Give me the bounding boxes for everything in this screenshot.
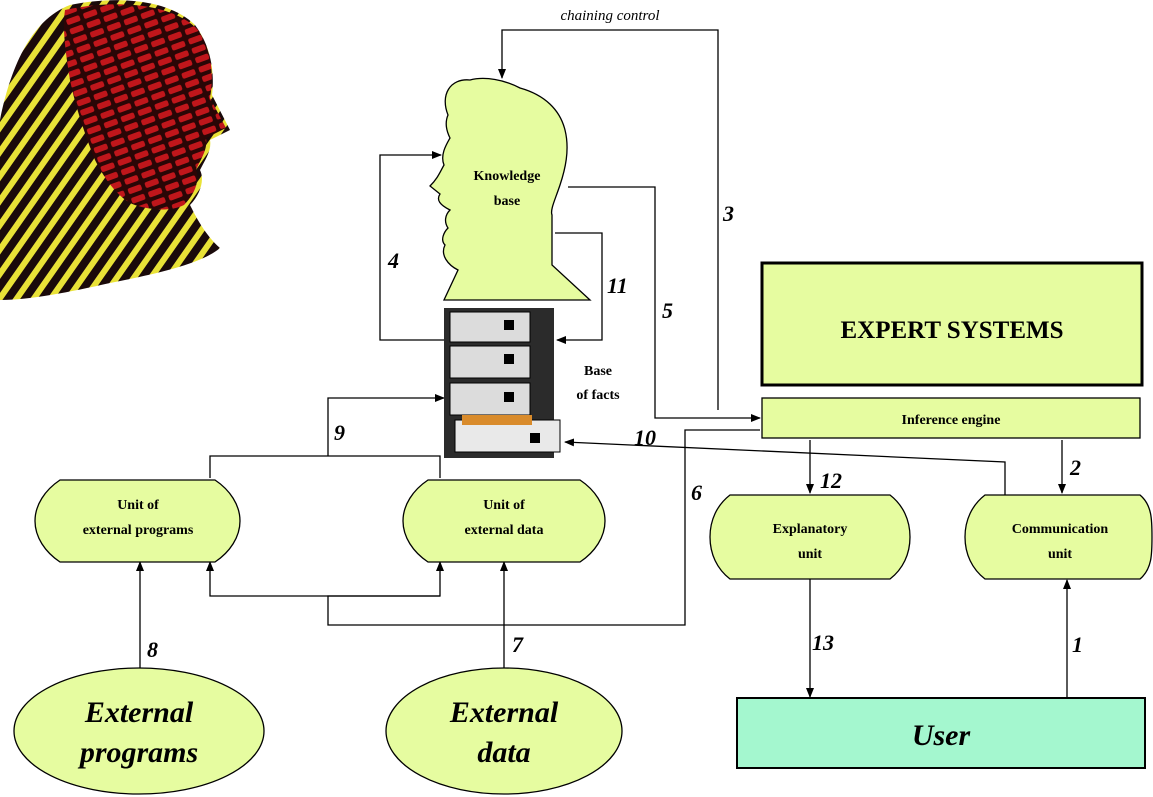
- explanatory-unit-label-1: Explanatory: [773, 522, 848, 537]
- unit-external-data-label-2: external data: [465, 523, 544, 538]
- head-silhouette-icon: [429, 77, 592, 301]
- edge-number-10: 10: [634, 425, 656, 450]
- chaining-control-label: chaining control: [560, 8, 659, 24]
- unit-external-data-node: Unit of external data: [402, 479, 606, 563]
- communication-unit-label-2: unit: [1048, 547, 1072, 562]
- knowledge-base-node: Knowledge base: [429, 77, 592, 301]
- unit-external-data-label-1: Unit of: [483, 498, 525, 513]
- base-of-facts-label-2: of facts: [576, 388, 620, 403]
- edge-number-2: 2: [1069, 455, 1081, 480]
- inference-engine-box: Inference engine: [761, 397, 1141, 439]
- base-of-facts-label-1: Base: [584, 364, 612, 379]
- communication-unit-label-1: Communication: [1012, 522, 1109, 537]
- knowledge-base-label-2: base: [494, 194, 520, 209]
- expert-systems-title: EXPERT SYSTEMS: [840, 317, 1063, 344]
- edge-number-4: 4: [387, 248, 399, 273]
- external-data-node: External data: [385, 667, 623, 795]
- knowledge-base-label-1: Knowledge: [474, 169, 541, 184]
- edge-number-6: 6: [691, 480, 702, 505]
- edge-number-9: 9: [334, 420, 345, 445]
- external-programs-label-1: External: [84, 696, 194, 729]
- unit-external-programs-label-2: external programs: [83, 523, 194, 538]
- explanatory-unit-node: Explanatory unit: [709, 494, 911, 580]
- edge-number-3: 3: [722, 201, 734, 226]
- explanatory-unit-label-2: unit: [798, 547, 822, 562]
- edge-number-8: 8: [147, 637, 158, 662]
- striped-head-icon: [0, 0, 230, 301]
- edge-number-11: 11: [607, 273, 628, 298]
- edge-numbers: 1 2 3 4 5 6 7 8 9 10 11 12 13: [147, 201, 1083, 662]
- edge-number-12: 12: [820, 468, 842, 493]
- external-programs-label-2: programs: [77, 736, 198, 769]
- unit-external-programs-node: Unit of external programs: [34, 479, 241, 563]
- unit-external-programs-label-1: Unit of: [117, 498, 159, 513]
- connectors: [136, 29, 1071, 698]
- external-data-label-2: data: [477, 736, 530, 769]
- user-node: User: [736, 697, 1146, 769]
- edge-number-13: 13: [812, 630, 834, 655]
- external-programs-node: External programs: [13, 667, 265, 795]
- expert-systems-box: EXPERT SYSTEMS: [760, 261, 1144, 387]
- filing-cabinet-icon: [444, 308, 561, 458]
- edge-number-5: 5: [662, 298, 673, 323]
- communication-unit-node: Communication unit: [964, 494, 1153, 580]
- user-label: User: [912, 719, 971, 752]
- external-data-label-1: External: [449, 696, 559, 729]
- edge-number-7: 7: [512, 632, 524, 657]
- edge-number-1: 1: [1072, 632, 1083, 657]
- inference-engine-label: Inference engine: [902, 413, 1001, 428]
